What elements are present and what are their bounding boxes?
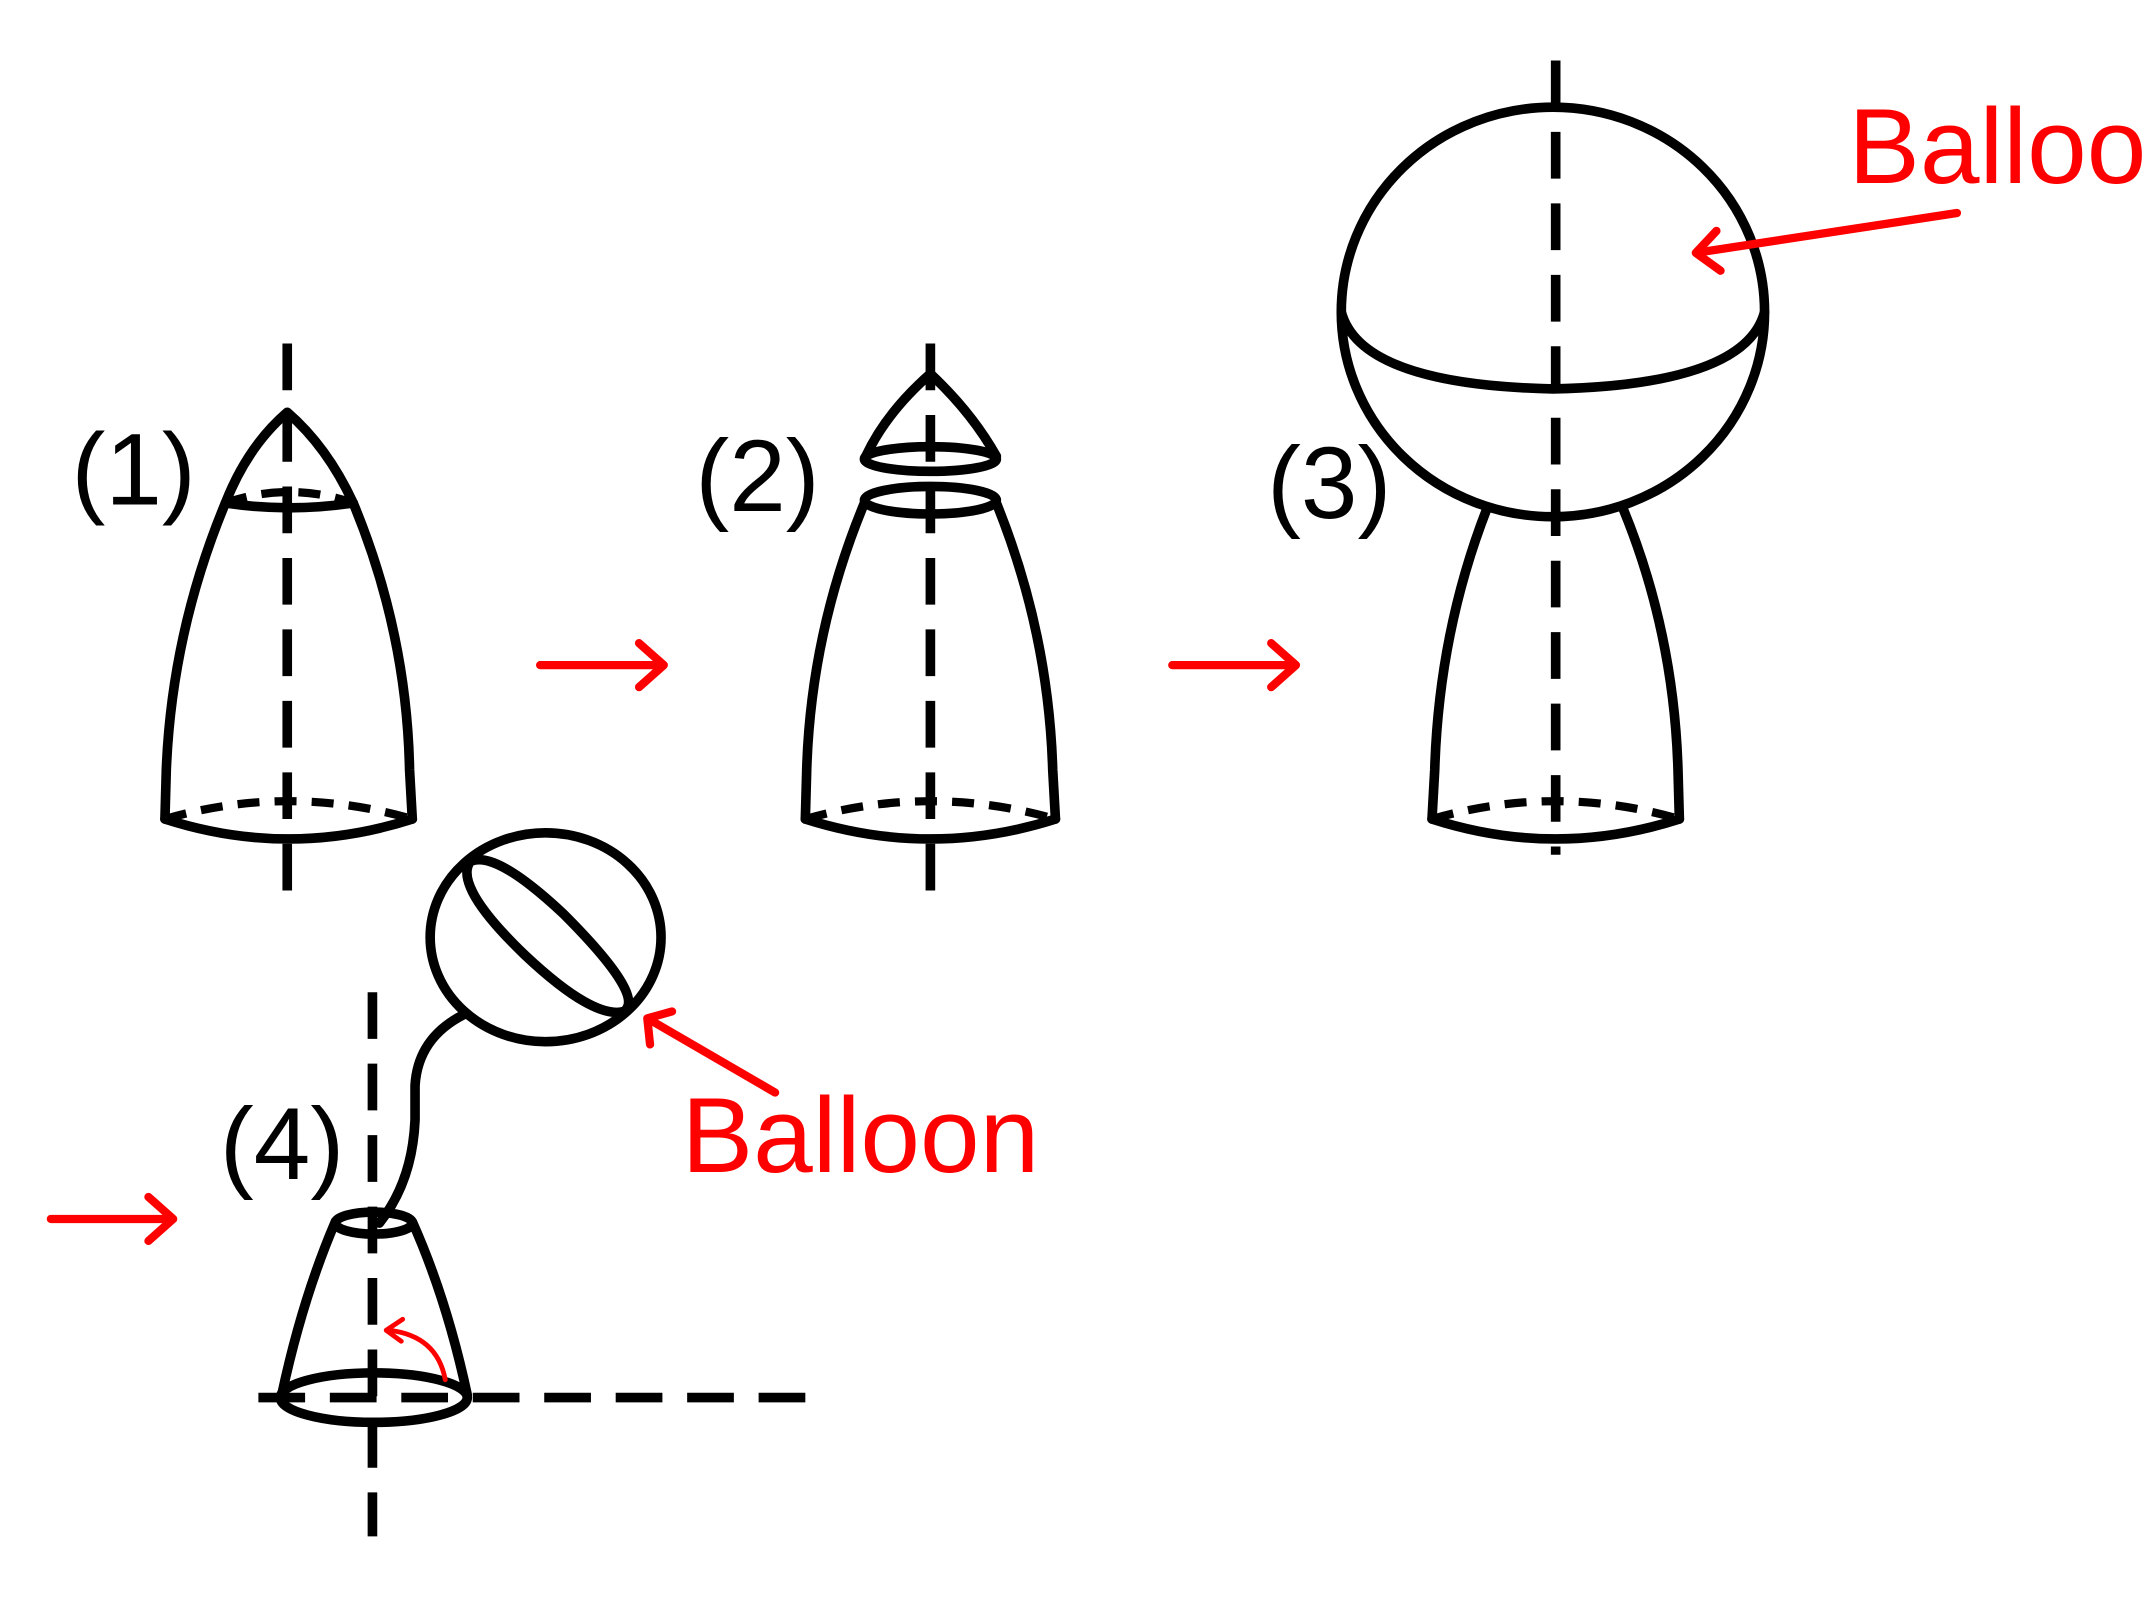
step-1-neck-front <box>220 498 359 513</box>
step-4-figure <box>258 827 811 1537</box>
balloon-callout-arrow-bottom <box>643 1007 780 1097</box>
step-4-balloon-neck <box>374 1009 470 1228</box>
step-4-base <box>275 1368 473 1428</box>
step-1-base-front <box>160 814 418 844</box>
step-4-balloon-equator <box>462 854 634 1018</box>
step-2-detached-tip <box>860 368 1002 462</box>
step-1-neck-back <box>224 487 355 507</box>
step-2-figure <box>800 343 1061 894</box>
balloon-callout-bottom-label: Balloon <box>682 1075 1040 1195</box>
step-3-base-back <box>1430 797 1681 824</box>
step-3-label: (3) <box>1267 426 1391 540</box>
step-3-body-outline <box>1427 503 1685 824</box>
step-1-base-back <box>163 797 414 824</box>
balloon-callout-arrow-top <box>1691 208 1962 275</box>
step-2-body-outline <box>800 498 1061 824</box>
step-4-body-outline <box>276 1216 473 1400</box>
arrow-1-to-2 <box>535 639 668 692</box>
step-1-tip-cap <box>220 407 359 508</box>
step-4-rotation-arc-icon <box>383 1316 448 1383</box>
step-4-balloon <box>425 827 666 1047</box>
step-2-base-front <box>800 814 1061 844</box>
step-2-cut-ring-upper <box>859 441 1002 477</box>
balloon-callout-top-label: Balloon <box>1848 86 2148 206</box>
step-2-label: (2) <box>695 419 819 533</box>
step-3-base-front <box>1427 814 1685 844</box>
step-3-figure <box>1336 60 1770 855</box>
arrow-3-to-4 <box>46 1192 178 1246</box>
step-1-label: (1) <box>71 412 195 526</box>
step-1-body-outline <box>160 498 418 824</box>
arrow-2-to-3 <box>1168 639 1301 692</box>
step-1-figure <box>160 343 418 894</box>
step-2-base-back <box>804 797 1057 824</box>
step-4-label: (4) <box>220 1087 344 1201</box>
